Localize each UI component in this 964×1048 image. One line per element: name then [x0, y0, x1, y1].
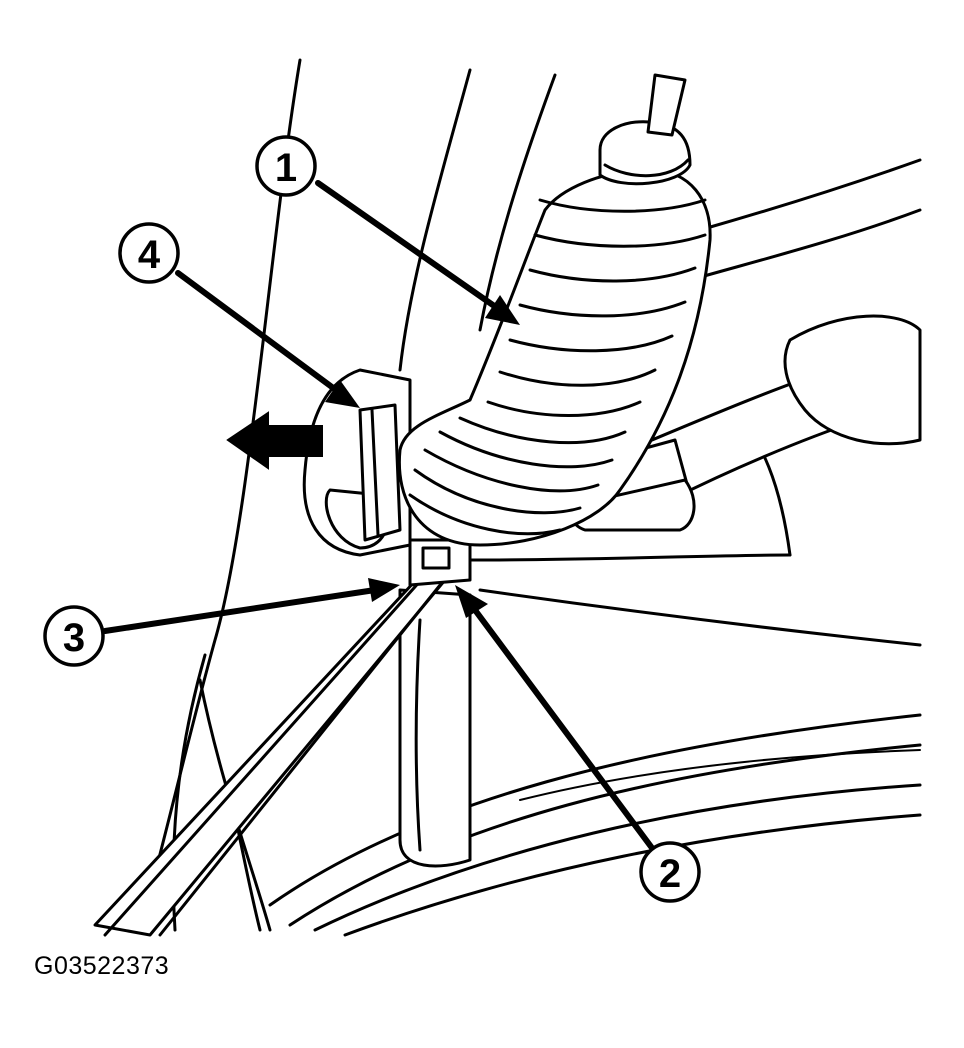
tie-rod [569, 314, 922, 532]
bellows-boot [397, 73, 712, 547]
callout-2-label: 2 [659, 852, 681, 896]
clamp-assembly [302, 368, 472, 587]
frame-lines [468, 158, 922, 647]
callout-1: 1 [255, 135, 317, 197]
callout-4-label: 4 [138, 233, 161, 277]
leader-4 [175, 270, 343, 396]
left-arrow-icon [226, 411, 323, 470]
leader-4-arrowhead [325, 380, 360, 408]
callout-4: 4 [118, 222, 180, 284]
callout-2: 2 [639, 841, 701, 903]
leader-2-arrowhead [455, 585, 488, 618]
callout-3: 3 [43, 605, 105, 667]
leader-1 [315, 180, 503, 313]
leader-2 [472, 607, 655, 851]
leader-1-arrowhead [485, 295, 520, 325]
lower-bracket [398, 588, 472, 868]
leader-lines [102, 180, 655, 851]
figure-id: G03522373 [34, 952, 170, 980]
callout-1-label: 1 [275, 146, 297, 190]
leader-3 [102, 587, 378, 634]
callout-3-label: 3 [63, 616, 85, 660]
tire-arcs [268, 713, 922, 937]
tool-rod [93, 558, 447, 937]
leader-3-arrowhead [368, 578, 400, 602]
